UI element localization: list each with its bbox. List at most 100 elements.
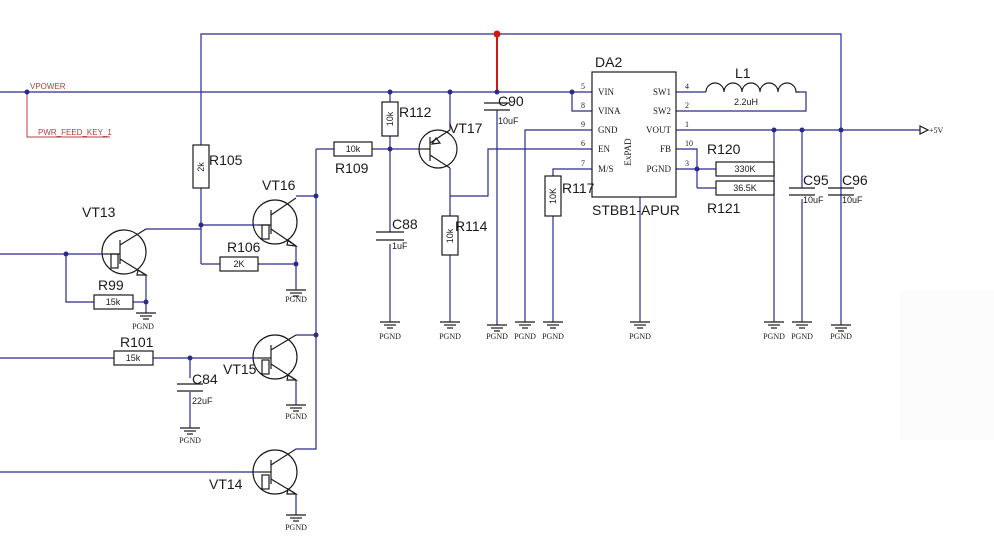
- ground-icon: PGND: [285, 514, 307, 532]
- resistor-ref: R109: [335, 160, 369, 176]
- resistor-value: 2k: [196, 162, 206, 172]
- ic-pin-num: 5: [581, 82, 585, 91]
- ground-label: PGND: [285, 412, 307, 421]
- capacitor-c88: C88 1uF: [376, 216, 418, 251]
- transistor-ref: VT13: [82, 204, 116, 220]
- resistor-ref: R120: [707, 141, 741, 157]
- capacitor-ref: C88: [392, 216, 418, 232]
- capacitor-ref: C96: [842, 172, 868, 188]
- resistor-value: 10k: [445, 228, 455, 243]
- capacitor-c95: C95 10uF: [789, 172, 829, 205]
- ground-label: PGND: [132, 322, 154, 331]
- ic-pin-num: 2: [685, 101, 689, 110]
- ground-icon: PGND: [179, 427, 201, 445]
- resistor-ref: R114: [455, 218, 488, 234]
- ground-icon: PGND: [542, 321, 564, 341]
- ground-icon: PGND: [763, 321, 785, 341]
- resistor-r120: 330K R120: [707, 141, 775, 177]
- transistor-vt16: VT16: [252, 177, 299, 247]
- ic-pin-num: 9: [581, 120, 585, 129]
- capacitor-ref: C90: [498, 93, 524, 109]
- ground-icon: PGND: [439, 321, 461, 341]
- ground-label: PGND: [763, 332, 785, 341]
- ground-icon: PGND: [830, 324, 852, 341]
- ic-pin-num: 10: [685, 139, 693, 148]
- capacitor-c90: C90 10uF: [484, 93, 524, 126]
- transistor-ref: VT14: [209, 476, 243, 492]
- transistor-ref: VT16: [262, 177, 296, 193]
- ic-pin-num: 3: [685, 159, 689, 168]
- resistor-r114: 10k R114: [441, 215, 488, 256]
- ground-label: PGND: [629, 332, 651, 341]
- ground-icon: PGND: [629, 321, 651, 341]
- capacitor-c96: C96 10uF: [828, 172, 868, 205]
- ic-pin-name: SW1: [653, 87, 671, 97]
- resistor-ref: R106: [227, 239, 261, 255]
- capacitor-c84: C84 22uF: [177, 371, 218, 406]
- resistor-r109: 10k R109: [333, 141, 373, 176]
- ic-part: STBB1-APUR: [592, 202, 680, 218]
- resistor-value: 10K: [548, 188, 558, 204]
- resistor-value: 10k: [385, 111, 395, 126]
- resistor-r99: 15k R99: [93, 277, 134, 310]
- resistor-ref: R99: [98, 277, 124, 293]
- resistor-r117: 10K R117: [544, 175, 595, 217]
- ic-pin-num: 8: [581, 101, 585, 110]
- ic-pin-name: VOUT: [646, 125, 671, 135]
- resistor-r112: 10k R112: [381, 101, 432, 137]
- ground-icon: PGND: [285, 404, 307, 421]
- ground-icon: PGND: [132, 312, 156, 331]
- ic-pin-name: PGND: [646, 164, 671, 174]
- resistor-ref: R101: [120, 334, 154, 350]
- net-label-vpower: VPOWER: [30, 82, 66, 91]
- resistor-ref: R112: [399, 104, 432, 120]
- ground-label: PGND: [486, 332, 508, 341]
- ic-pin-num: 1: [685, 120, 689, 129]
- ic-pin-name: SW2: [653, 106, 671, 116]
- ic-pin-name: VIN: [598, 87, 614, 97]
- junctions: [24, 30, 844, 361]
- ground-label: PGND: [285, 523, 307, 532]
- capacitor-ref: C95: [803, 172, 829, 188]
- inductor-ref: L1: [735, 65, 751, 81]
- ic-pin-name: EN: [598, 144, 610, 154]
- resistor-r121: 36.5K R121: [707, 180, 775, 216]
- resistor-r101: 15k R101: [113, 334, 154, 366]
- ground-icon: PGND: [514, 321, 536, 341]
- resistor-value: 15k: [106, 297, 121, 307]
- ground-label: PGND: [285, 295, 307, 304]
- transistor-ref: VT17: [449, 120, 483, 136]
- ground-label: PGND: [179, 436, 201, 445]
- capacitor-value: 10uF: [842, 195, 863, 205]
- ground-label: PGND: [439, 332, 461, 341]
- net-label-pwr-feed: PWR_FEED_KEY_1: [38, 128, 112, 137]
- ic-pin-name: M/S: [598, 164, 614, 174]
- resistor-r105: 2k R105: [192, 144, 243, 189]
- resistor-value: 15k: [126, 353, 141, 363]
- net-label-out: +5V: [929, 126, 944, 135]
- resistor-value: 36.5K: [733, 183, 757, 193]
- resistor-value: 330K: [734, 164, 755, 174]
- ground-icon: PGND: [285, 289, 307, 304]
- resistor-r106: 2K R106: [219, 239, 261, 272]
- transistor-vt13: VT13: [82, 204, 149, 276]
- ground-label: PGND: [791, 332, 813, 341]
- ic-da2: DA2 STBB1-APUR ExPAD VIN 5 VINA 8 GND 9 …: [581, 54, 693, 218]
- resistor-ref: R105: [209, 152, 243, 168]
- overlay-artifact: [900, 290, 994, 440]
- ic-pin-num: 4: [685, 82, 689, 91]
- inductor-value: 2.2uH: [734, 97, 758, 107]
- ic-pin-name: GND: [598, 125, 618, 135]
- ground-symbols: PGND PGND PGND PGND PGND PGND PGND PGND: [132, 289, 852, 532]
- resistor-ref: R121: [707, 200, 741, 216]
- ic-pad-label: ExPAD: [623, 138, 633, 166]
- capacitor-value: 10uF: [498, 116, 519, 126]
- wires: [0, 33, 920, 515]
- resistor-ref: R117: [562, 180, 595, 196]
- capacitor-value: 10uF: [803, 195, 824, 205]
- capacitor-value: 1uF: [392, 241, 408, 251]
- ground-label: PGND: [379, 332, 401, 341]
- ground-label: PGND: [514, 332, 536, 341]
- ground-icon: PGND: [379, 321, 401, 341]
